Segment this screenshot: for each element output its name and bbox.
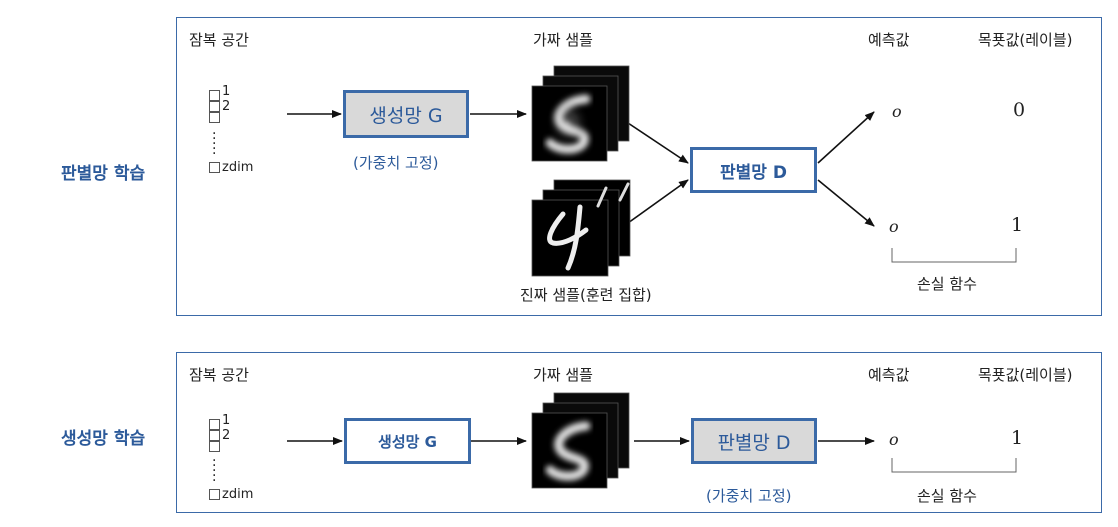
latent-index-zdim: zdim (222, 160, 254, 175)
generator-label: 생성망 G (378, 432, 437, 451)
generator-weights-fixed-note: (가중치 고정) (353, 154, 439, 172)
real-sample-label: 진짜 샘플(훈련 집합) (520, 286, 652, 304)
latent-cell (209, 101, 220, 112)
ellipsis-dots: ····· (212, 453, 217, 489)
latent-index-1: 1 (222, 84, 231, 99)
discriminator-training-title: 판별망 학습 (61, 164, 146, 184)
loss-bracket (891, 248, 1017, 263)
arrow-to-prediction-fake (817, 111, 875, 164)
latent-cell (209, 419, 220, 430)
target-real: 1 (1011, 214, 1024, 236)
fake-sample-stack (531, 65, 630, 162)
generator-label: 생성망 G (369, 104, 443, 127)
discriminator-label: 판별망 D (720, 162, 787, 183)
real-sample-stack (531, 179, 631, 277)
prediction-label: 예측값 (868, 31, 910, 49)
prediction-fake: o (892, 102, 902, 121)
generator-box: 생성망 G (344, 418, 471, 464)
loss-function-label: 손실 함수 (917, 275, 977, 293)
prediction-label: 예측값 (868, 366, 910, 384)
fake-sample-label: 가짜 샘플 (533, 366, 593, 384)
latent-index-zdim: zdim (222, 487, 254, 502)
prediction-real: o (889, 217, 899, 236)
latent-cell (209, 112, 220, 123)
latent-index-2: 2 (222, 99, 231, 114)
latent-index-1: 1 (222, 413, 231, 428)
latent-cell-last (209, 162, 220, 173)
loss-function-label: 손실 함수 (917, 487, 977, 505)
latent-cell (209, 430, 220, 441)
target-label: 목푯값(레이블) (978, 366, 1073, 384)
ellipsis-dots: ····· (212, 126, 217, 162)
latent-space-label: 잠복 공간 (189, 366, 249, 384)
latent-cell (209, 441, 220, 452)
target: 1 (1011, 427, 1024, 449)
arrow-real-to-discriminator (627, 179, 689, 224)
discriminator-box-fixed: 판별망 D (691, 418, 817, 464)
loss-bracket (891, 458, 1017, 473)
generator-box-fixed: 생성망 G (343, 90, 469, 138)
generator-training-panel (176, 352, 1102, 513)
prediction: o (889, 430, 899, 449)
discriminator-label: 판별망 D (717, 431, 791, 454)
fake-sample-stack (531, 392, 630, 489)
fake-sample-label: 가짜 샘플 (533, 31, 593, 49)
latent-index-2: 2 (222, 428, 231, 443)
generator-training-title: 생성망 학습 (61, 429, 146, 449)
discriminator-weights-fixed-note: (가중치 고정) (706, 487, 792, 505)
target-label: 목푯값(레이블) (978, 31, 1073, 49)
arrow-fake-to-discriminator (627, 122, 689, 164)
latent-cell-last (209, 489, 220, 500)
latent-space-label: 잠복 공간 (189, 31, 249, 49)
arrow-to-prediction-real (817, 179, 875, 227)
discriminator-box: 판별망 D (690, 147, 817, 193)
latent-cell (209, 90, 220, 101)
target-fake: 0 (1013, 99, 1026, 121)
discriminator-training-panel (176, 17, 1102, 316)
